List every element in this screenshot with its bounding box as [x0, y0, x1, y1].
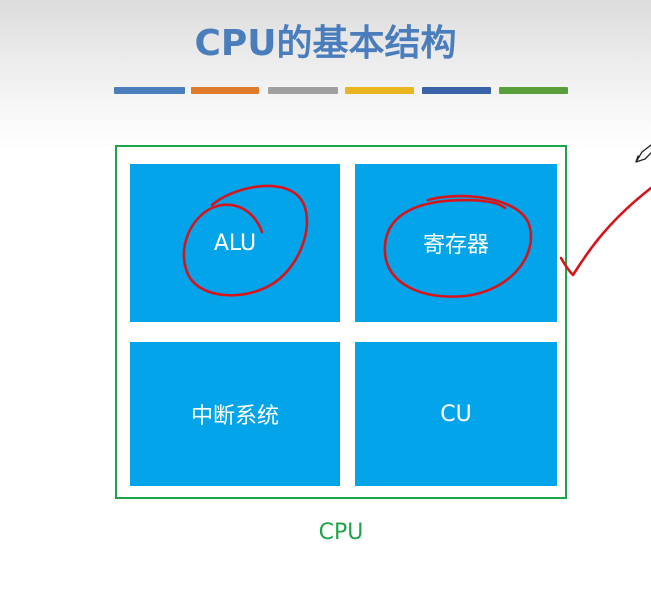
register-label: 寄存器: [422, 233, 489, 258]
accent-bar-4: [345, 87, 414, 94]
cu-label: CU: [440, 401, 472, 427]
cu-block: CU: [355, 342, 557, 486]
pen-cursor-icon: [635, 144, 651, 163]
alu-label: ALU: [213, 230, 257, 256]
accent-bar-2: [191, 87, 259, 94]
accent-bar-6: [499, 87, 568, 94]
cpu-caption: CPU: [318, 520, 364, 545]
accent-bar-1: [114, 87, 185, 94]
slide-title: CPU的基本结构: [194, 23, 457, 64]
cpu-frame: [115, 145, 567, 499]
alu-block: ALU: [130, 164, 340, 322]
interrupt-system-label: 中断系统: [190, 404, 279, 429]
interrupt-system-block: 中断系统: [130, 342, 340, 486]
check-arrow-stroke: [559, 186, 651, 277]
register-block: 寄存器: [355, 164, 557, 322]
accent-bar-3: [268, 87, 338, 94]
accent-bar-5: [422, 87, 491, 94]
